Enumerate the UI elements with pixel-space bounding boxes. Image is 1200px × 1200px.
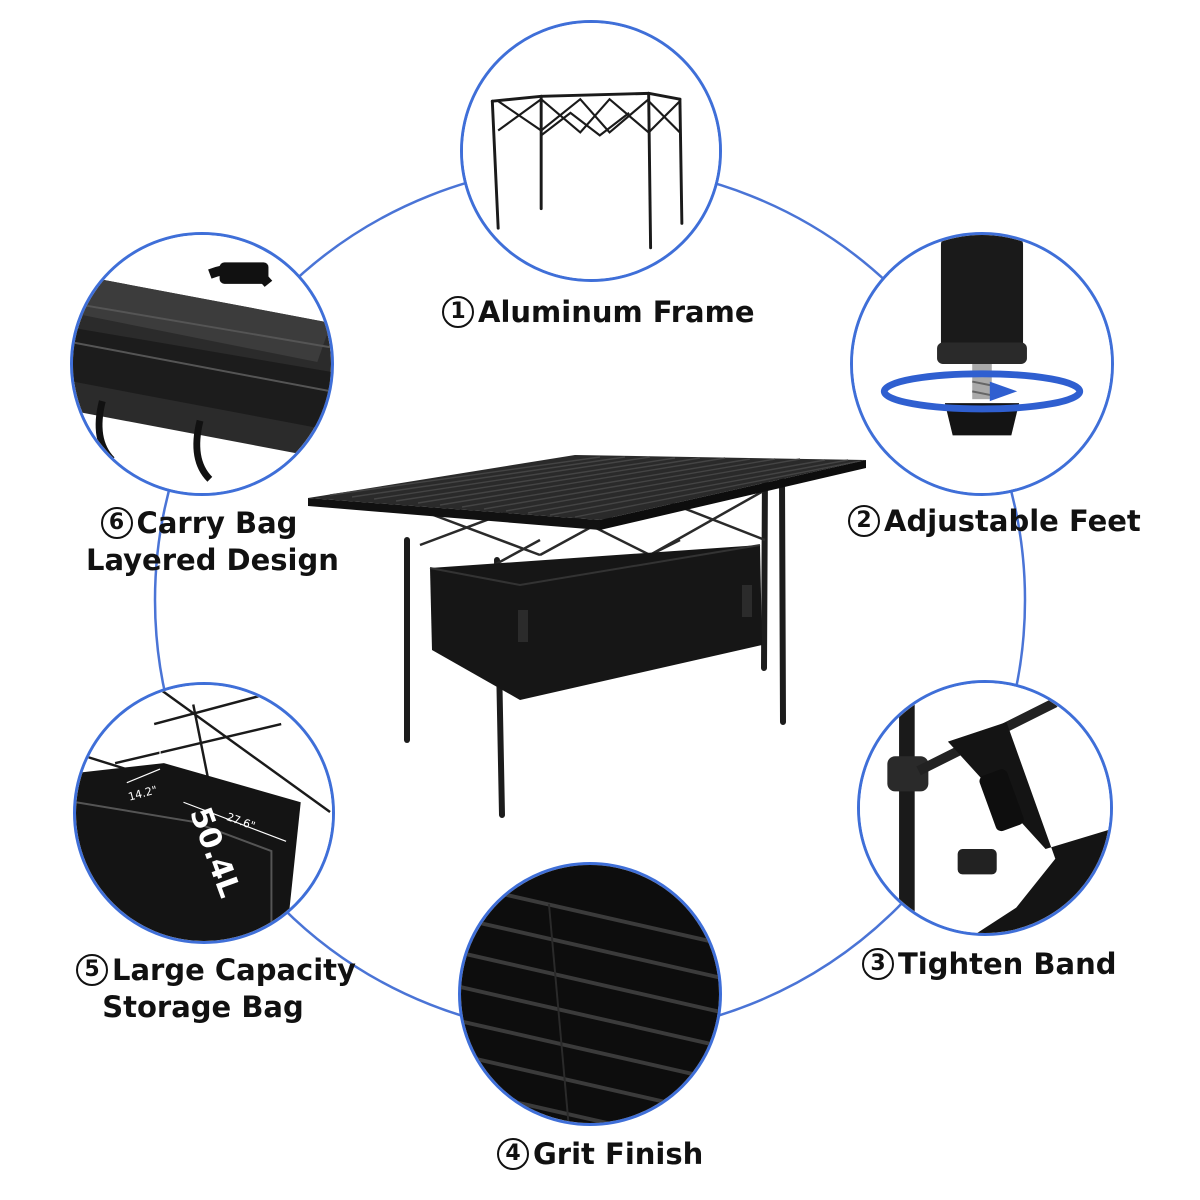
grit-finish-circle: [458, 862, 722, 1126]
number-badge-3: 3: [862, 948, 894, 980]
feature-title-6-line-1: Carry Bag: [136, 506, 298, 540]
storage-bag-icon: [76, 685, 332, 941]
number-badge-6: 6: [100, 507, 133, 539]
feature-title-3: Tighten Band: [898, 947, 1117, 981]
feature-title-1: Aluminum Frame: [478, 295, 755, 329]
number-badge-1: 1: [442, 296, 474, 328]
feature-title-5-line-1: Large Capacity: [112, 953, 356, 987]
feature-title-4: Grit Finish: [533, 1137, 704, 1171]
adjustable-feet-circle: [850, 232, 1114, 496]
number-badge-4: 4: [497, 1138, 529, 1170]
feature-title-6-line-2: Layered Design: [86, 543, 339, 577]
feature-title-2: Adjustable Feet: [884, 504, 1141, 538]
buckle-band-icon: [860, 683, 1110, 933]
carry-bag-circle: [70, 232, 334, 496]
number-badge-2: 2: [848, 505, 880, 537]
adjustable-foot-icon: [853, 235, 1111, 493]
number-badge-5: 5: [76, 954, 108, 986]
aluminum-frame-circle: [460, 20, 722, 282]
slatted-tabletop-icon: [461, 865, 719, 1123]
tighten-band-circle: [857, 680, 1113, 936]
aluminum-frame-icon: [463, 23, 719, 279]
storage-bag-circle: 7.9" 14.2" 27.6" 50.4L: [73, 682, 335, 944]
carry-bag-icon: [73, 235, 331, 493]
feature-title-5-line-2: Storage Bag: [102, 990, 304, 1024]
bag-height-label: 7.9": [156, 727, 179, 740]
